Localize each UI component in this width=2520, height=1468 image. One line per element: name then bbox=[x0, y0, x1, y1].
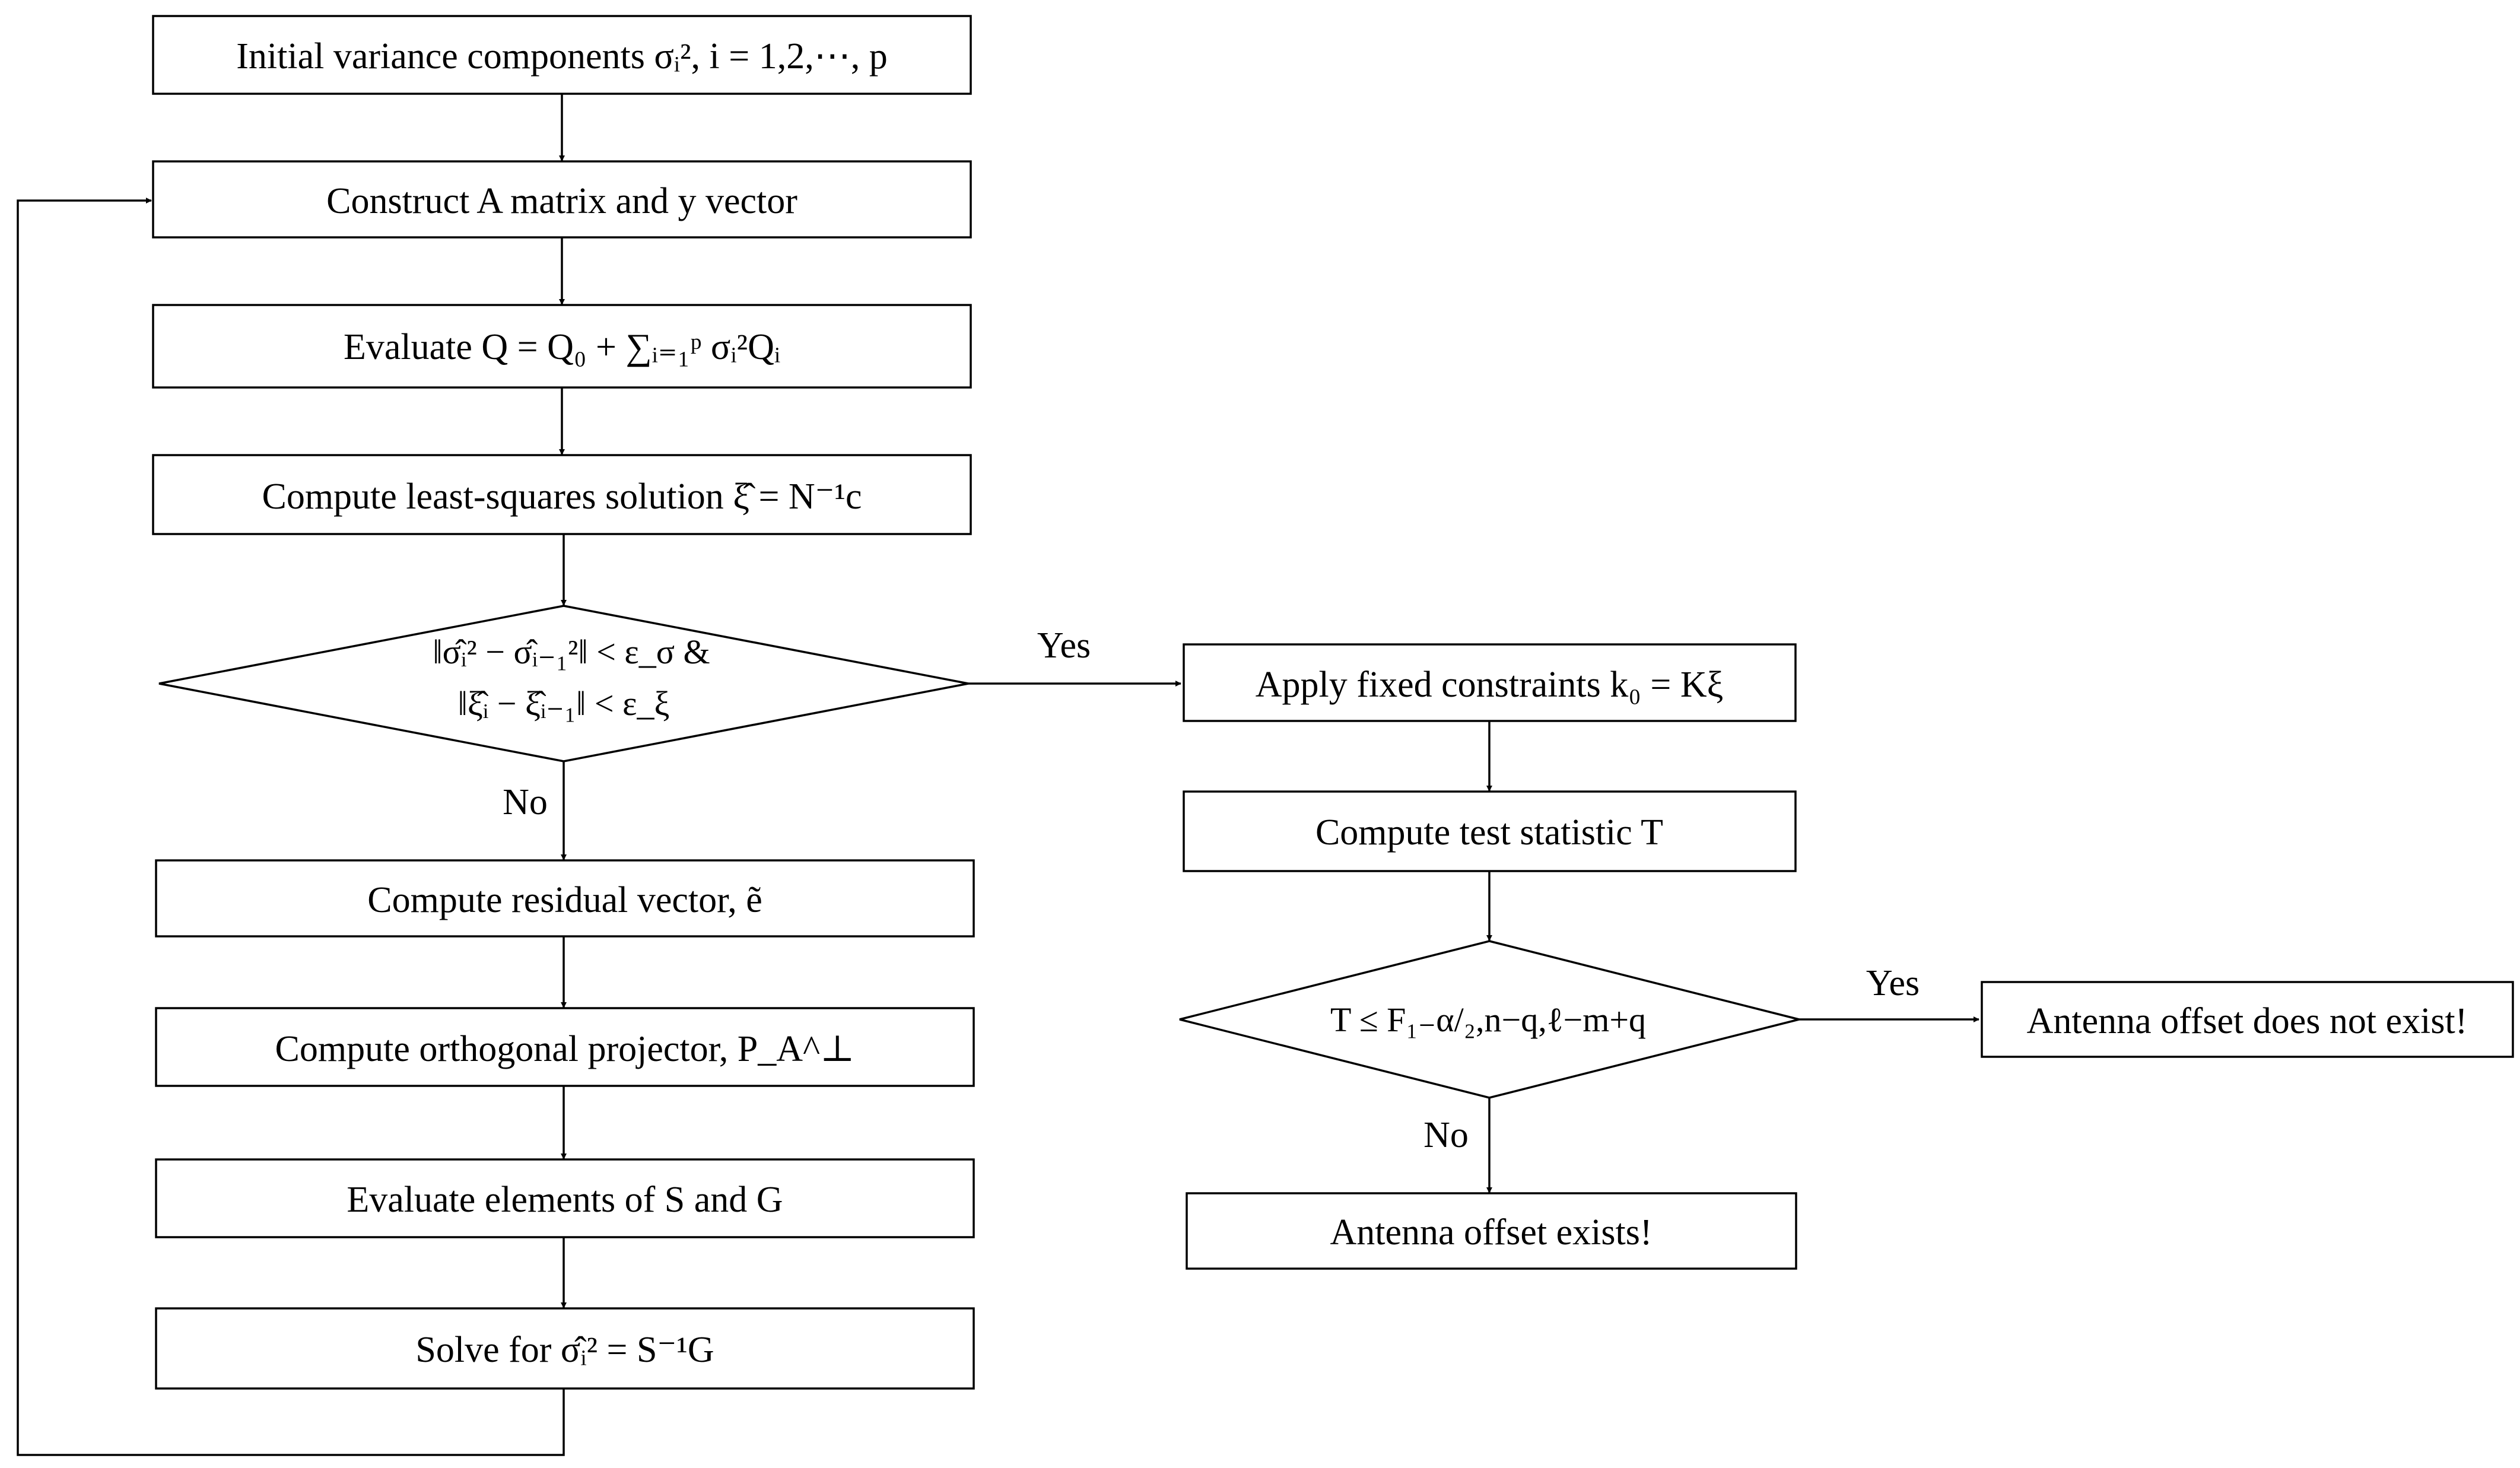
node-no-offset-box bbox=[1981, 981, 2514, 1058]
node-convergence-check: ‖σ̂ᵢ² − σ̂ᵢ₋₁²‖ < ε_σ & ‖ξ̂ᵢ − ξ̂ᵢ₋₁‖ < … bbox=[158, 605, 969, 762]
node-hypothesis-test-label: T ≤ F₁₋α/₂,n−q,ℓ−m+q bbox=[1330, 1000, 1646, 1039]
node-initial-variance-label: Initial variance components σᵢ², i = 1,2… bbox=[236, 36, 887, 77]
node-evaluate-elements: Evaluate elements of S and G bbox=[155, 1158, 975, 1238]
node-evaluate-elements-label: Evaluate elements of S and G bbox=[347, 1180, 783, 1220]
node-least-squares-box bbox=[152, 454, 972, 535]
node-residual-vector: Compute residual vector, ẽ bbox=[155, 859, 975, 938]
node-convergence-check-line1: ‖σ̂ᵢ² − σ̂ᵢ₋₁²‖ < ε_σ & bbox=[433, 633, 710, 671]
node-hypothesis-test-diamond bbox=[1179, 940, 1800, 1099]
node-apply-constraints-box bbox=[1183, 643, 1797, 722]
node-initial-variance: Initial variance components σᵢ², i = 1,2… bbox=[152, 15, 972, 95]
node-orthogonal-projector: Compute orthogonal projector, P_A^⊥ bbox=[155, 1007, 975, 1087]
node-offset-exists: Antenna offset exists! bbox=[1186, 1192, 1797, 1270]
node-construct-matrix-label: Construct A matrix and y vector bbox=[326, 181, 797, 221]
node-offset-exists-box bbox=[1186, 1192, 1797, 1270]
node-orthogonal-projector-label: Compute orthogonal projector, P_A^⊥ bbox=[275, 1029, 855, 1069]
node-test-statistic-label: Compute test statistic T bbox=[1315, 812, 1663, 853]
node-apply-constraints: Apply fixed constraints k₀ = Kξ bbox=[1183, 643, 1797, 722]
node-offset-exists-label: Antenna offset exists! bbox=[1330, 1212, 1653, 1253]
node-convergence-check-diamond bbox=[158, 605, 969, 762]
edge-label-convergence-no: No bbox=[503, 782, 548, 822]
edge-label-test-no: No bbox=[1423, 1115, 1469, 1155]
node-solve-variance: Solve for σ̂ᵢ² = S⁻¹G bbox=[155, 1307, 975, 1390]
node-test-statistic-box bbox=[1183, 790, 1797, 872]
node-evaluate-q: Evaluate Q = Q₀ + ∑ᵢ₌₁ᵖ σᵢ²Qᵢ bbox=[152, 304, 972, 389]
node-evaluate-q-box bbox=[152, 304, 972, 389]
node-least-squares: Compute least-squares solution ξ̂ = N⁻¹c bbox=[152, 454, 972, 535]
loop-back-arrow bbox=[17, 198, 565, 1456]
node-no-offset: Antenna offset does not exist! bbox=[1981, 981, 2514, 1058]
connectors-right-column bbox=[968, 681, 1979, 1193]
node-evaluate-elements-box bbox=[155, 1158, 975, 1238]
node-apply-constraints-label: Apply fixed constraints k₀ = Kξ bbox=[1256, 665, 1724, 705]
connectors-left-column bbox=[17, 94, 567, 1456]
node-convergence-check-line2: ‖ξ̂ᵢ − ξ̂ᵢ₋₁‖ < ε_ξ bbox=[458, 684, 670, 723]
node-residual-vector-box bbox=[155, 859, 975, 938]
node-construct-matrix-box bbox=[152, 160, 972, 239]
node-evaluate-q-label: Evaluate Q = Q₀ + ∑ᵢ₌₁ᵖ σᵢ²Qᵢ bbox=[344, 327, 780, 367]
node-orthogonal-projector-box bbox=[155, 1007, 975, 1087]
node-least-squares-label: Compute least-squares solution ξ̂ = N⁻¹c bbox=[262, 476, 862, 517]
node-residual-vector-label: Compute residual vector, ẽ bbox=[367, 880, 762, 920]
node-construct-matrix: Construct A matrix and y vector bbox=[152, 160, 972, 239]
node-no-offset-label: Antenna offset does not exist! bbox=[2027, 1001, 2468, 1041]
node-test-statistic: Compute test statistic T bbox=[1183, 790, 1797, 872]
edge-label-test-yes: Yes bbox=[1866, 963, 1920, 1003]
node-initial-variance-box bbox=[152, 15, 972, 95]
edge-label-convergence-yes: Yes bbox=[1037, 625, 1091, 666]
edge-labels: Yes No Yes No bbox=[503, 625, 1920, 1155]
node-solve-variance-label: Solve for σ̂ᵢ² = S⁻¹G bbox=[415, 1330, 714, 1370]
node-hypothesis-test: T ≤ F₁₋α/₂,n−q,ℓ−m+q bbox=[1179, 940, 1800, 1099]
node-solve-variance-box bbox=[155, 1307, 975, 1390]
